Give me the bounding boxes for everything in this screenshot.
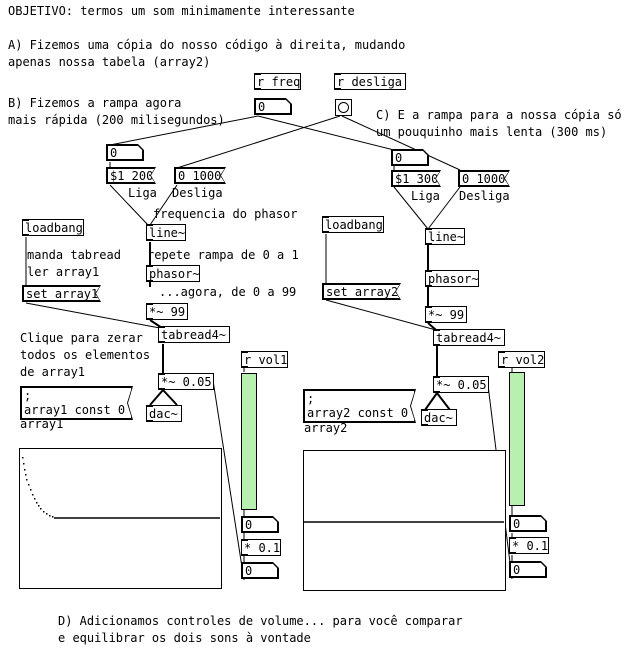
- vol1-out-number-box[interactable]: 0: [242, 563, 278, 578]
- set-array2-message[interactable]: set array2: [323, 284, 400, 299]
- set-array1-message[interactable]: set array1: [23, 286, 100, 301]
- clique-comment: Clique para zerar todos os elementos de …: [20, 331, 151, 379]
- desliga-bang[interactable]: [335, 99, 352, 116]
- array2-graph-label: array2: [304, 421, 348, 435]
- liga-right-comment: Liga: [411, 189, 440, 203]
- r-desliga-object[interactable]: r desliga: [334, 73, 406, 90]
- phasor-object-left[interactable]: phasor~: [146, 265, 200, 282]
- r-freq-object[interactable]: r freq: [254, 73, 301, 90]
- line-object-right[interactable]: line~: [425, 228, 465, 245]
- desliga-left-comment: Desliga: [172, 186, 223, 200]
- repete-comment: repete rampa de 0 a 1: [147, 248, 299, 262]
- right-number-box[interactable]: 0: [392, 150, 428, 165]
- ramp1-off-message[interactable]: 0 1000: [175, 168, 225, 183]
- tabread4-object-left[interactable]: tabread4~: [158, 326, 230, 343]
- mul01-object-left[interactable]: * 0.1: [241, 539, 281, 556]
- mul005-object-left[interactable]: *~ 0.05: [158, 373, 214, 390]
- bang-circle-icon: [338, 102, 349, 113]
- mul99-object-left[interactable]: *~ 99: [146, 303, 188, 320]
- array2-const-message[interactable]: ; array2 const 0: [304, 390, 415, 422]
- loadbang-right[interactable]: loadbang: [322, 216, 384, 233]
- step-d-comment: D) Adicionamos controles de volume... pa…: [58, 614, 463, 645]
- left-number-box[interactable]: 0: [107, 145, 143, 160]
- array1-plot: [22, 457, 220, 519]
- manda-tabread-comment: manda tabread ler array1: [27, 248, 121, 279]
- freq-phasor-comment: frequencia do phasor: [153, 207, 298, 221]
- array2-plot: [304, 521, 504, 523]
- line-object-left[interactable]: line~: [146, 224, 186, 241]
- step-c-comment: C) E a rampa para a nossa cópia só um po…: [376, 108, 622, 139]
- agora-comment: ...agora, de 0 a 99: [159, 285, 297, 299]
- dac-object-left[interactable]: dac~: [146, 405, 182, 422]
- ramp2-off-message[interactable]: 0 1000: [459, 171, 509, 186]
- r-vol2-object[interactable]: r vol2: [498, 351, 545, 368]
- ramp2-on-message[interactable]: $1 300: [392, 171, 440, 186]
- tabread4-object-right[interactable]: tabread4~: [433, 329, 505, 346]
- array1-const-message[interactable]: ; array1 const 0: [21, 387, 132, 419]
- dac-object-right[interactable]: dac~: [421, 409, 457, 426]
- ramp1-on-message[interactable]: $1 200: [107, 168, 155, 183]
- mul01-object-right[interactable]: * 0.1: [509, 537, 549, 554]
- vol2-slider[interactable]: [509, 372, 525, 506]
- liga-left-comment: Liga: [128, 186, 157, 200]
- loadbang-left[interactable]: loadbang: [22, 219, 84, 236]
- array2-graph[interactable]: [303, 450, 506, 591]
- objective-comment: OBJETIVO: termos um som minimamente inte…: [8, 4, 355, 18]
- desliga-right-comment: Desliga: [459, 189, 510, 203]
- vol1-number-box[interactable]: 0: [242, 517, 278, 532]
- phasor-object-right[interactable]: phasor~: [425, 270, 479, 287]
- freq-number-box[interactable]: 0: [255, 99, 291, 114]
- mul005-object-right[interactable]: *~ 0.05: [433, 376, 489, 393]
- vol2-number-box[interactable]: 0: [510, 516, 546, 531]
- vol2-out-number-box[interactable]: 0: [510, 562, 546, 577]
- r-vol1-object[interactable]: r vol1: [241, 351, 288, 368]
- array1-graph[interactable]: [19, 448, 222, 589]
- vol1-slider[interactable]: [241, 373, 257, 510]
- step-a-comment: A) Fizemos uma cópia do nosso código à d…: [8, 38, 406, 69]
- step-b-comment: B) Fizemos a rampa agora mais rápida (20…: [8, 96, 225, 127]
- mul99-object-right[interactable]: *~ 99: [425, 306, 467, 323]
- array1-graph-label: array1: [20, 417, 64, 431]
